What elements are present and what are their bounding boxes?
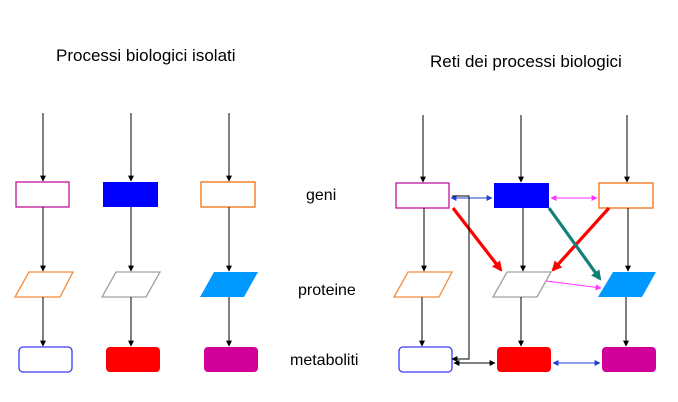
label-proteins: proteine bbox=[298, 282, 356, 299]
protein-c bbox=[200, 272, 258, 297]
net-metabolite-a bbox=[398, 346, 453, 373]
net-metabolite-b bbox=[497, 347, 551, 372]
label-metabolites: metaboliti bbox=[290, 352, 359, 369]
title-process-networks: Reti dei processi biologici bbox=[430, 52, 622, 71]
title-isolated-processes: Processi biologici isolati bbox=[56, 46, 236, 65]
network-panel bbox=[392, 115, 656, 373]
net-protein-b bbox=[491, 271, 553, 298]
net-gene-c bbox=[598, 182, 654, 209]
interaction-gene-a-protein-b bbox=[451, 207, 503, 272]
label-genes: geni bbox=[306, 187, 337, 204]
protein-a bbox=[13, 271, 75, 298]
net-protein-a bbox=[392, 271, 454, 298]
net-gene-a bbox=[395, 182, 450, 209]
gene-b bbox=[103, 182, 158, 207]
net-metabolite-c bbox=[602, 347, 656, 372]
interaction-protein-b-protein-c bbox=[545, 280, 602, 291]
protein-b bbox=[100, 271, 162, 298]
metabolite-b bbox=[106, 347, 160, 372]
isolated-panel bbox=[13, 113, 258, 373]
net-gene-b bbox=[494, 183, 549, 208]
metabolite-a bbox=[18, 346, 73, 373]
gene-a bbox=[15, 181, 70, 208]
net-protein-c bbox=[598, 272, 656, 297]
interaction-gene-c-protein-b bbox=[551, 206, 611, 272]
interaction-gene-b-protein-c bbox=[547, 207, 602, 281]
feedback-metabolite-a-to-gene-a bbox=[451, 195, 470, 362]
gene-c bbox=[200, 181, 256, 208]
metabolite-c bbox=[204, 347, 258, 372]
